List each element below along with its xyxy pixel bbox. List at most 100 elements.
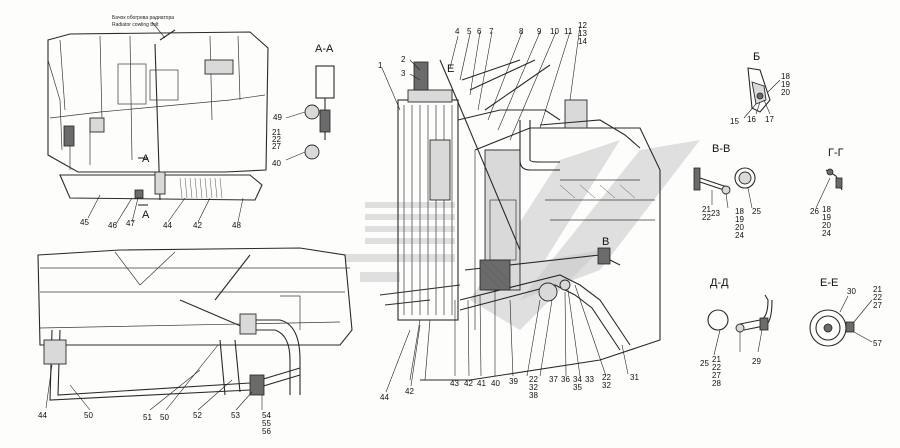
callout-g-19: 19: [822, 213, 831, 222]
callout-b-19: 19: [781, 80, 790, 89]
section-label-a-a: А-А: [315, 43, 334, 55]
section-g-g: Г-Г 26 18 19 20 24: [810, 147, 844, 238]
callout-c-31: 31: [630, 373, 639, 382]
section-v-v: В-В 21 22 23 18 19 20 24 25: [693, 143, 761, 240]
callout-44: 44: [163, 221, 172, 230]
callout-12: 12: [578, 21, 587, 30]
callout-b-20: 20: [781, 88, 790, 97]
callout-v-24: 24: [735, 231, 744, 240]
callout-b-17: 17: [765, 115, 774, 124]
callout-g-20: 20: [822, 221, 831, 230]
section-label-e-e: Е-Е: [820, 277, 838, 289]
callout-bl-50b: 50: [160, 413, 169, 422]
top-note-ru: Бачок обогрева радиатора: [112, 15, 174, 21]
callout-45: 45: [80, 218, 89, 227]
callout-stack2-35: 35: [573, 383, 582, 392]
callout-a-40: 40: [272, 159, 281, 168]
callout-v-21: 21: [702, 205, 711, 214]
callout-d-27: 27: [712, 371, 721, 380]
callout-v-25: 25: [752, 207, 761, 216]
callout-3: 3: [401, 69, 406, 78]
callout-d-22: 22: [712, 363, 721, 372]
callout-c-37: 37: [549, 375, 558, 384]
callout-a-22: 22: [272, 135, 281, 144]
callout-bl-56: 56: [262, 427, 271, 436]
callout-11: 11: [564, 27, 573, 36]
section-e-e: Е-Е 30 21 22 27 57: [809, 277, 882, 348]
callout-c-44: 44: [380, 393, 389, 402]
view-mark-a-top: А: [142, 153, 150, 165]
callout-e-21: 21: [873, 285, 882, 294]
callout-b-15: 15: [730, 117, 739, 126]
callout-e-30: 30: [847, 287, 856, 296]
top-left-view: Бачок обогрева радиатора Radiator cowlin…: [47, 15, 269, 230]
bottom-left-view: 44 50 51 50 52 53 54 55 56: [37, 247, 353, 436]
callout-b-18: 18: [781, 72, 790, 81]
callout-a-27: 27: [272, 142, 281, 151]
callout-c-22: 22: [602, 373, 611, 382]
callout-c-36: 36: [561, 375, 570, 384]
section-a-a: А-А 49 21 22 27 40: [272, 43, 335, 168]
callout-e-27: 27: [873, 301, 882, 310]
callout-stack1-32: 32: [529, 383, 538, 392]
callout-9: 9: [537, 27, 542, 36]
callout-d-28: 28: [712, 379, 721, 388]
callout-5: 5: [467, 27, 472, 36]
callout-48: 48: [232, 221, 241, 230]
callout-42: 42: [193, 221, 202, 230]
callout-bl-50a: 50: [84, 411, 93, 420]
callout-c-40: 40: [491, 379, 500, 388]
callout-g-24: 24: [822, 229, 831, 238]
center-main-view: Е В 1 2 3 4 5 6 7 8 9 10 11 12 13 14: [378, 21, 661, 402]
callout-v-22: 22: [702, 213, 711, 222]
callout-e-57: 57: [873, 339, 882, 348]
callout-bl-54: 54: [262, 411, 271, 420]
view-mark-v: В: [602, 236, 609, 248]
callout-c-34: 34: [573, 375, 582, 384]
callout-2: 2: [401, 55, 406, 64]
callout-c-32: 32: [602, 381, 611, 390]
callout-g-26: 26: [810, 207, 819, 216]
callout-10: 10: [550, 27, 559, 36]
callout-bl-53: 53: [231, 411, 240, 420]
callout-c-41: 41: [477, 379, 486, 388]
callout-a-21: 21: [272, 128, 281, 137]
callout-g-18: 18: [822, 205, 831, 214]
callout-d-25: 25: [700, 359, 709, 368]
section-b: Б 15 16 17 18 19 20: [730, 51, 790, 126]
callout-e-22: 22: [873, 293, 882, 302]
callout-bl-44: 44: [38, 411, 47, 420]
callout-v-18: 18: [735, 207, 744, 216]
callout-d-29: 29: [752, 357, 761, 366]
callout-bl-55: 55: [262, 419, 271, 428]
callout-v-23: 23: [711, 209, 720, 218]
callout-d-21: 21: [712, 355, 721, 364]
section-d-d: Д-Д 25 21 22 27 28 29: [700, 277, 773, 388]
callout-7: 7: [489, 27, 494, 36]
callout-4: 4: [455, 27, 460, 36]
callout-b-16: 16: [747, 115, 756, 124]
callout-8: 8: [519, 27, 524, 36]
view-mark-e: Е: [447, 63, 454, 75]
callout-14: 14: [578, 37, 587, 46]
section-label-g-g: Г-Г: [828, 147, 844, 159]
callout-c-43: 43: [450, 379, 459, 388]
callout-bl-51: 51: [143, 413, 152, 422]
callout-47: 47: [126, 219, 135, 228]
callout-c-42b: 42: [464, 379, 473, 388]
callout-v-20: 20: [735, 223, 744, 232]
view-mark-a-bottom: А: [142, 209, 150, 221]
callout-c-42a: 42: [405, 387, 414, 396]
callout-c-39: 39: [509, 377, 518, 386]
section-label-v-v: В-В: [712, 143, 730, 155]
callout-bl-52: 52: [193, 411, 202, 420]
callout-46: 46: [108, 221, 117, 230]
callout-stack1-38: 38: [529, 391, 538, 400]
top-note-en: Radiator cowling bolt: [112, 22, 159, 28]
callout-6: 6: [477, 27, 482, 36]
callout-v-19: 19: [735, 215, 744, 224]
callout-c-33: 33: [585, 375, 594, 384]
section-label-b: Б: [753, 51, 760, 63]
